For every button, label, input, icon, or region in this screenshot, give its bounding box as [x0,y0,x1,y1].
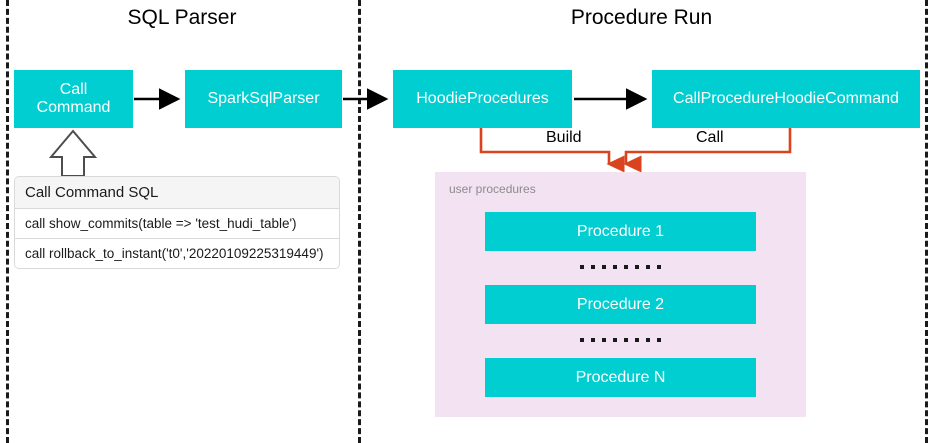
node-spark-sql-parser[interactable]: SparkSqlParser [185,70,342,128]
section-title-sql-parser: SQL Parser [127,6,237,29]
sql-table-header: Call Command SQL [15,177,339,209]
sql-table-row: call show_commits(table => 'test_hudi_ta… [15,209,339,239]
divider-middle [358,0,361,443]
user-procedures-label: user procedures [449,182,536,196]
procedure-item[interactable]: Procedure 1 [485,212,756,251]
section-title-procedure-run: Procedure Run [570,6,713,29]
connector-label-build: Build [546,129,582,146]
node-call-procedure-hoodie-command[interactable]: CallProcedureHoodieCommand [652,70,920,128]
ellipsis-dots [485,257,756,277]
procedure-item[interactable]: Procedure N [485,358,756,397]
ellipsis-dots [485,330,756,350]
procedure-item[interactable]: Procedure 2 [485,285,756,324]
divider-left [6,0,9,443]
connector-label-call: Call [696,129,724,146]
divider-right [925,0,928,443]
hollow-up-arrow-icon [48,129,98,177]
sql-table-row: call rollback_to_instant('t0','202201092… [15,239,339,268]
node-hoodie-procedures[interactable]: HoodieProcedures [393,70,572,128]
call-command-sql-table: Call Command SQL call show_commits(table… [14,176,340,269]
user-procedures-panel: user procedures Procedure 1 Procedure 2 … [435,172,806,417]
connector-build [479,128,625,173]
node-call-command[interactable]: Call Command [14,70,133,128]
